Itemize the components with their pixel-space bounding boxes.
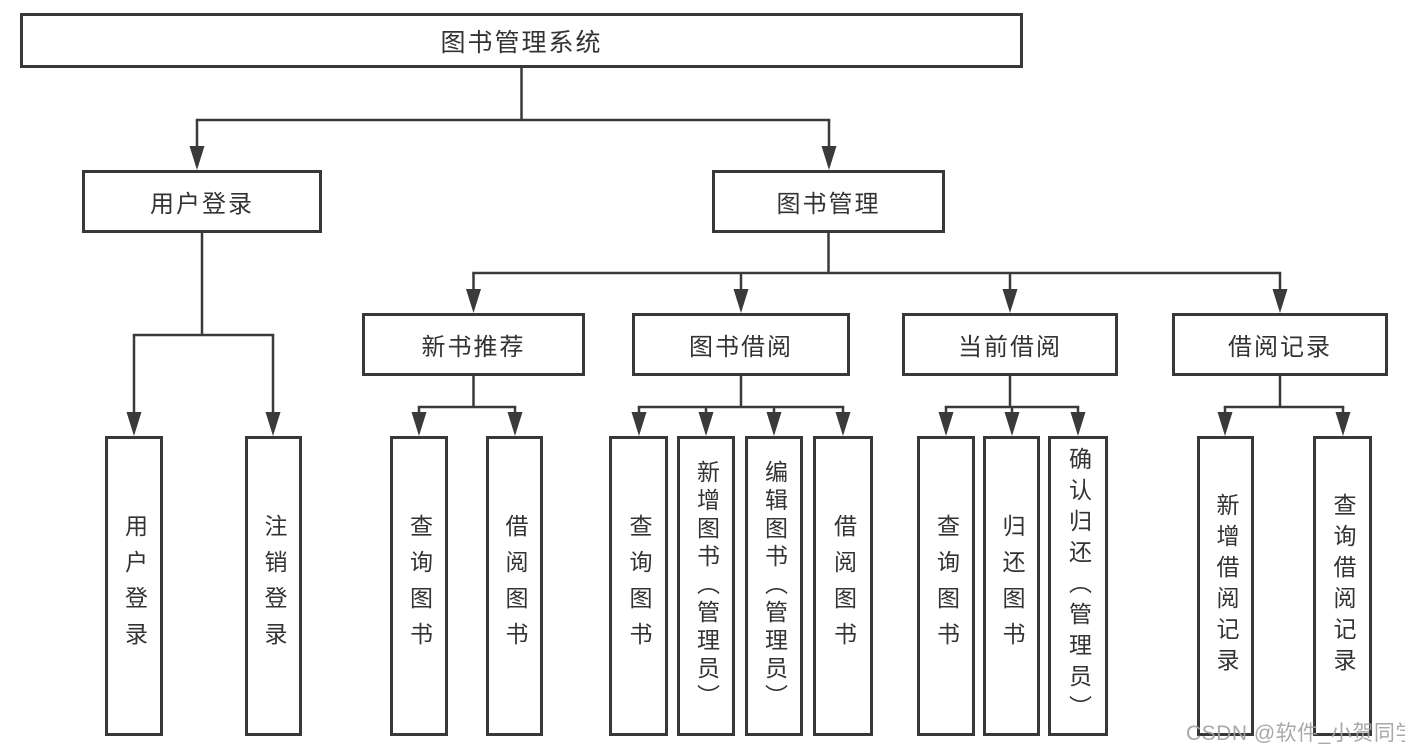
leaf-query-books-borrowing: 查询图书 bbox=[609, 436, 668, 736]
node-label: 借阅图书 bbox=[830, 514, 857, 658]
node-label: 当前借阅 bbox=[958, 334, 1062, 361]
node-current-borrowing: 当前借阅 bbox=[902, 313, 1118, 376]
node-label: 编辑图书（管理员） bbox=[761, 460, 788, 712]
leaf-query-books-current: 查询图书 bbox=[917, 436, 975, 736]
node-label: 新增借阅记录 bbox=[1213, 493, 1239, 679]
leaf-edit-book-admin: 编辑图书（管理员） bbox=[745, 436, 803, 736]
node-user-login: 用户登录 bbox=[82, 170, 322, 233]
leaf-confirm-return-admin: 确认归还（管理员） bbox=[1048, 436, 1108, 736]
leaf-borrow-books-recommend: 借阅图书 bbox=[486, 436, 543, 736]
node-label: 图书管理 bbox=[776, 191, 881, 218]
node-label: 查询图书 bbox=[406, 514, 433, 658]
csdn-watermark: CSDN @软件_小贺同学 bbox=[1186, 722, 1405, 745]
node-label: 归还图书 bbox=[999, 514, 1025, 658]
leaf-add-book-admin: 新增图书（管理员） bbox=[677, 436, 735, 736]
node-label: 图书借阅 bbox=[689, 334, 793, 361]
leaf-query-books-recommend: 查询图书 bbox=[390, 436, 448, 736]
node-new-book-recommend: 新书推荐 bbox=[362, 313, 585, 376]
node-label: 新增图书（管理员） bbox=[693, 460, 720, 712]
node-label: 图书管理系统 bbox=[440, 28, 603, 57]
node-label: 借阅图书 bbox=[502, 514, 528, 658]
leaf-borrow-books-borrowing: 借阅图书 bbox=[813, 436, 873, 736]
node-label: 借阅记录 bbox=[1228, 334, 1332, 361]
node-book-borrowing: 图书借阅 bbox=[632, 313, 850, 376]
node-label: 查询图书 bbox=[626, 514, 652, 658]
leaf-user-login: 用户登录 bbox=[105, 436, 163, 736]
node-book-management: 图书管理 bbox=[712, 170, 945, 233]
node-label: 注销登录 bbox=[261, 514, 287, 658]
leaf-query-borrow-record: 查询借阅记录 bbox=[1313, 436, 1372, 736]
leaf-add-borrow-record: 新增借阅记录 bbox=[1197, 436, 1254, 736]
leaf-return-book: 归还图书 bbox=[983, 436, 1040, 736]
node-label: 用户登录 bbox=[150, 191, 254, 218]
node-label: 查询图书 bbox=[933, 514, 960, 658]
node-label: 用户登录 bbox=[121, 514, 148, 658]
leaf-logout: 注销登录 bbox=[245, 436, 302, 736]
node-borrowing-records: 借阅记录 bbox=[1172, 313, 1388, 376]
node-label: 查询借阅记录 bbox=[1330, 493, 1356, 679]
node-library-system: 图书管理系统 bbox=[20, 13, 1023, 68]
node-label: 新书推荐 bbox=[421, 334, 526, 361]
node-label: 确认归还（管理员） bbox=[1065, 446, 1092, 726]
